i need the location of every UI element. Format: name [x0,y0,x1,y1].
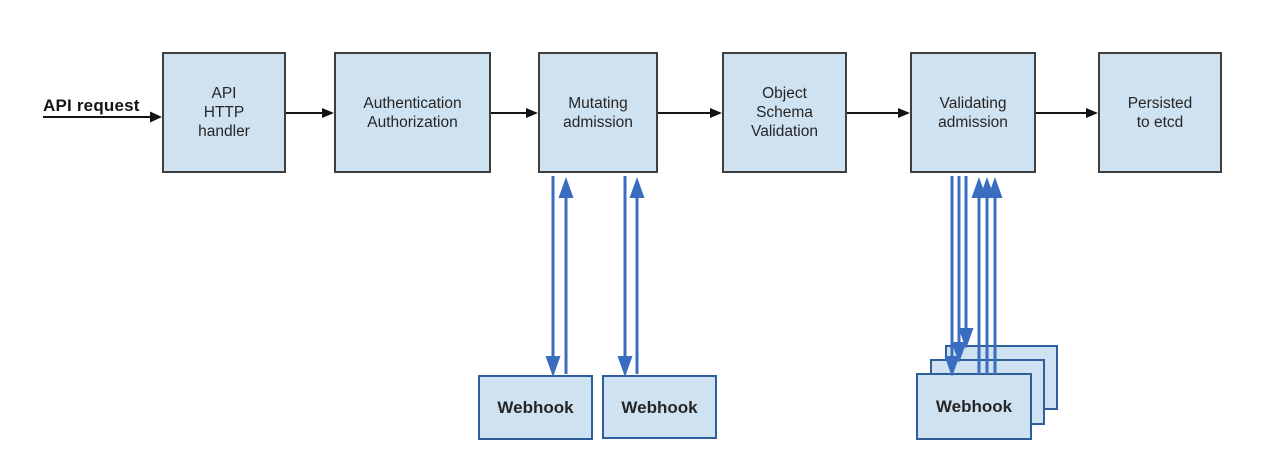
arrow-head-icon [710,108,722,118]
arrow-validating-to-webhookstack-down-3 [958,176,974,349]
arrow-head-icon [898,108,910,118]
node-webhook-validating-front-label: Webhook [935,397,1013,416]
node-webhook-mutating-2-label: Webhook [621,397,698,417]
api-request-label: API request [43,96,140,115]
arrow-head-icon [322,108,334,118]
node-persisted-to-etcd: Persisted to etcd [1098,52,1222,173]
arrow-validating-to-webhookstack-down-2 [951,176,967,363]
arrow-head-icon [150,111,162,123]
node-webhook-validating-front: Webhook [916,373,1032,440]
node-object-schema-validation-label: Object Schema Validation [751,85,818,140]
node-webhook-mutating-1: Webhook [478,375,593,440]
arrow-mutating-to-webhook2-down [617,176,633,377]
node-mutating-admission: Mutating admission [538,52,658,173]
node-api-http-handler: API HTTP handler [162,52,286,173]
node-authentication-authorization-label: Authentication Authorization [363,94,462,131]
arrow-head-icon [617,356,633,377]
arrow-head-icon [558,177,574,198]
arrow-validating-to-etcd [1036,108,1098,118]
arrow-handler-to-auth [286,108,334,118]
node-webhook-mutating-1-label: Webhook [497,398,574,417]
arrow-mutating-to-webhook1-down [545,176,561,377]
node-persisted-to-etcd-label: Persisted to etcd [1127,94,1193,131]
node-validating-admission: Validating admission [910,52,1036,173]
node-webhook-mutating-2: Webhook [602,375,717,439]
arrow-head-icon [987,177,1003,198]
arrow-webhook1-to-mutating-up [558,177,574,374]
arrow-schema-to-validating [847,108,910,118]
node-mutating-admission-label: Mutating admission [563,94,633,131]
arrow-head-icon [971,177,987,198]
arrow-head-icon [979,177,995,198]
arrow-head-icon [629,177,645,198]
arrow-head-icon [545,356,561,377]
node-authentication-authorization: Authentication Authorization [334,52,491,173]
node-object-schema-validation: Object Schema Validation [722,52,847,173]
arrow-head-icon [526,108,538,118]
arrow-mutating-to-schema [658,108,722,118]
arrow-auth-to-mutating [491,108,538,118]
node-api-http-handler-label: API HTTP handler [198,85,250,140]
arrow-head-icon [1086,108,1098,118]
node-validating-admission-label: Validating admission [938,94,1008,131]
arrow-webhook2-to-mutating-up [629,177,645,374]
